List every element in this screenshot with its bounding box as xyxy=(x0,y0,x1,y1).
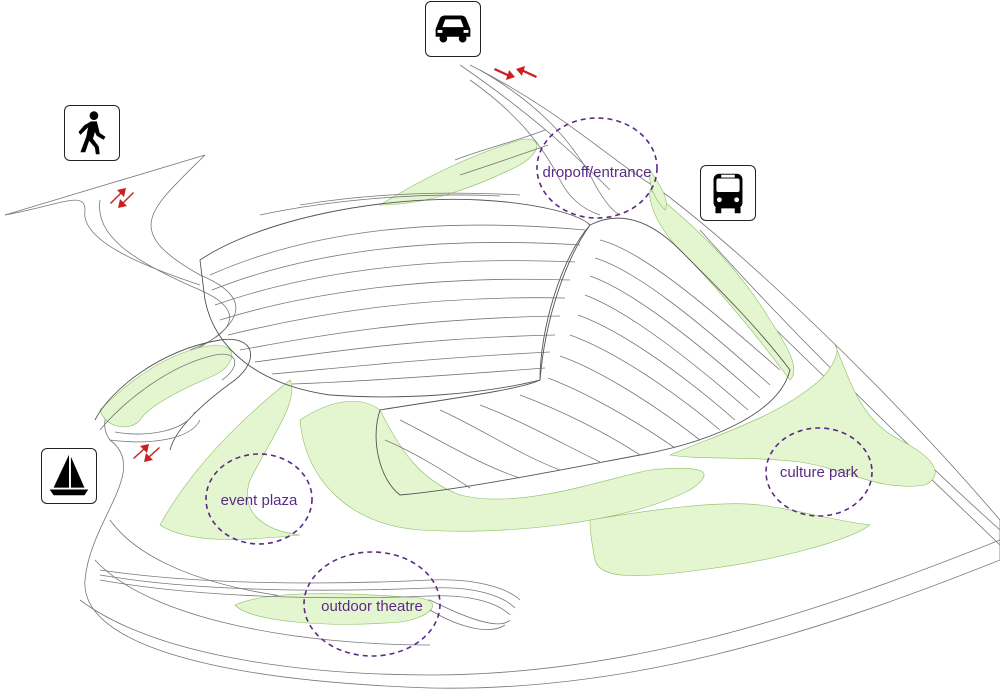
zone-ring-culture-park xyxy=(765,427,873,517)
zone-outdoor-theatre: outdoor theatre xyxy=(303,551,441,657)
event-plaza-label: event plaza xyxy=(221,492,298,509)
zone-ring-dropoff xyxy=(536,117,658,219)
switchback-path xyxy=(94,338,252,451)
building-left-lobe xyxy=(199,192,591,398)
zone-ring-outdoor-theatre xyxy=(303,551,441,657)
bus-icon xyxy=(700,165,756,221)
car-arrows xyxy=(494,66,537,80)
boat-arrows xyxy=(133,444,160,462)
entrance-ramp xyxy=(454,69,621,216)
culture-park-label: culture park xyxy=(780,464,859,481)
green-landscape xyxy=(99,138,936,625)
theatre-contours xyxy=(99,569,521,630)
pedestrian-arrows xyxy=(110,188,134,208)
zone-culture-park: culture park xyxy=(765,427,873,517)
dropoff-label: dropoff/entrance xyxy=(543,164,652,181)
zone-event-plaza: event plaza xyxy=(205,453,313,545)
pedestrian-icon xyxy=(64,105,120,161)
zone-ring-event-plaza xyxy=(205,453,313,545)
sailboat-icon xyxy=(41,448,97,504)
zone-dropoff: dropoff/entrance xyxy=(536,117,658,219)
car-icon xyxy=(425,1,481,57)
outdoor-theatre-label: outdoor theatre xyxy=(321,598,423,615)
building-right-lobe xyxy=(375,217,791,496)
